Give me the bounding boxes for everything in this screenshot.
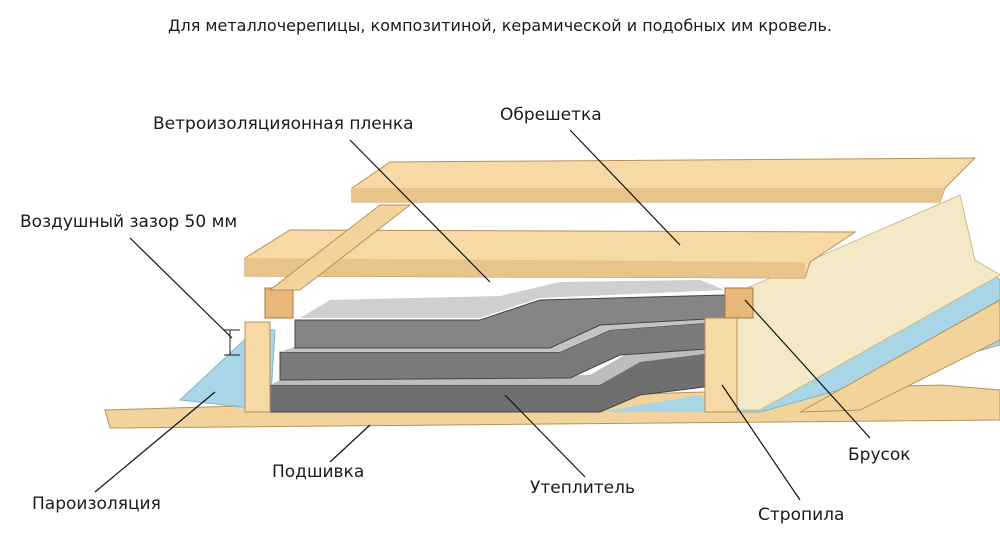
- label-air-gap: Воздушный зазор 50 мм: [20, 212, 238, 232]
- rafter-left: [244, 321, 271, 413]
- label-wind-film: Ветроизоляцияонная пленка: [153, 114, 414, 134]
- lathing-board-back-edge: [352, 188, 945, 202]
- lathing-diagonal: [268, 204, 412, 291]
- leader-vapor: [94, 391, 216, 493]
- lathing-board-front-edge: [245, 258, 805, 278]
- bar-right: [724, 287, 754, 319]
- label-bar: Брусок: [848, 445, 911, 465]
- insulation-layer-bottom-top: [270, 345, 720, 385]
- leader-air-gap: [129, 237, 233, 339]
- label-rafters: Стропила: [758, 505, 845, 525]
- label-lining: Подшивка: [272, 462, 365, 482]
- leader-wind-film: [349, 139, 491, 283]
- diagram-title: Для металлочерепицы, композитиной, керам…: [167, 16, 833, 35]
- vapor-barrier-sheet-right: [600, 395, 720, 412]
- rafter-right: [704, 317, 738, 413]
- label-lathing: Обрешетка: [500, 105, 602, 125]
- label-insulation: Утеплитель: [530, 478, 635, 498]
- leader-lathing: [569, 129, 681, 246]
- leader-lining: [329, 424, 371, 463]
- leader-insulation: [504, 394, 586, 478]
- label-vapor-barrier: Пароизоляция: [32, 494, 161, 514]
- bar-left: [264, 287, 294, 319]
- leader-rafters: [721, 384, 801, 501]
- leader-bar: [744, 299, 871, 439]
- right-wood-strip: [799, 299, 1000, 413]
- wind-film-top: [300, 280, 725, 318]
